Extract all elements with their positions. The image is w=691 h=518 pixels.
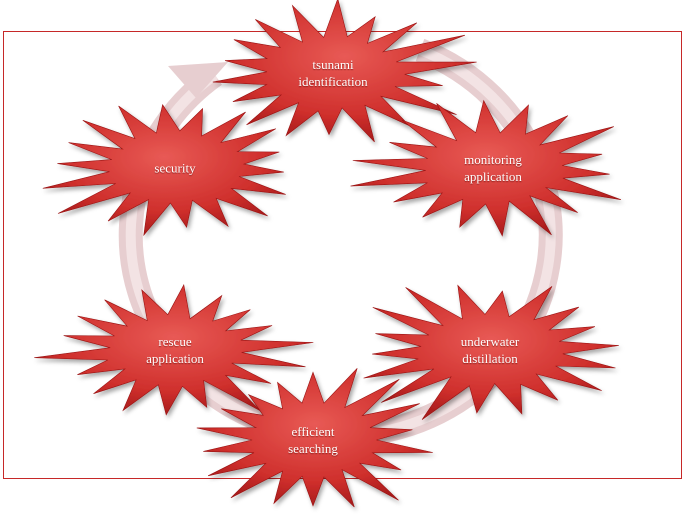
star-node-rescue [34,284,314,416]
star-node-tsunami [212,0,477,143]
star-node-efficient [196,368,433,508]
star-node-security [42,104,286,237]
cycle-arrowhead-icon [168,62,228,98]
star-node-monitoring [350,99,622,237]
star-node-underwater [363,284,619,420]
